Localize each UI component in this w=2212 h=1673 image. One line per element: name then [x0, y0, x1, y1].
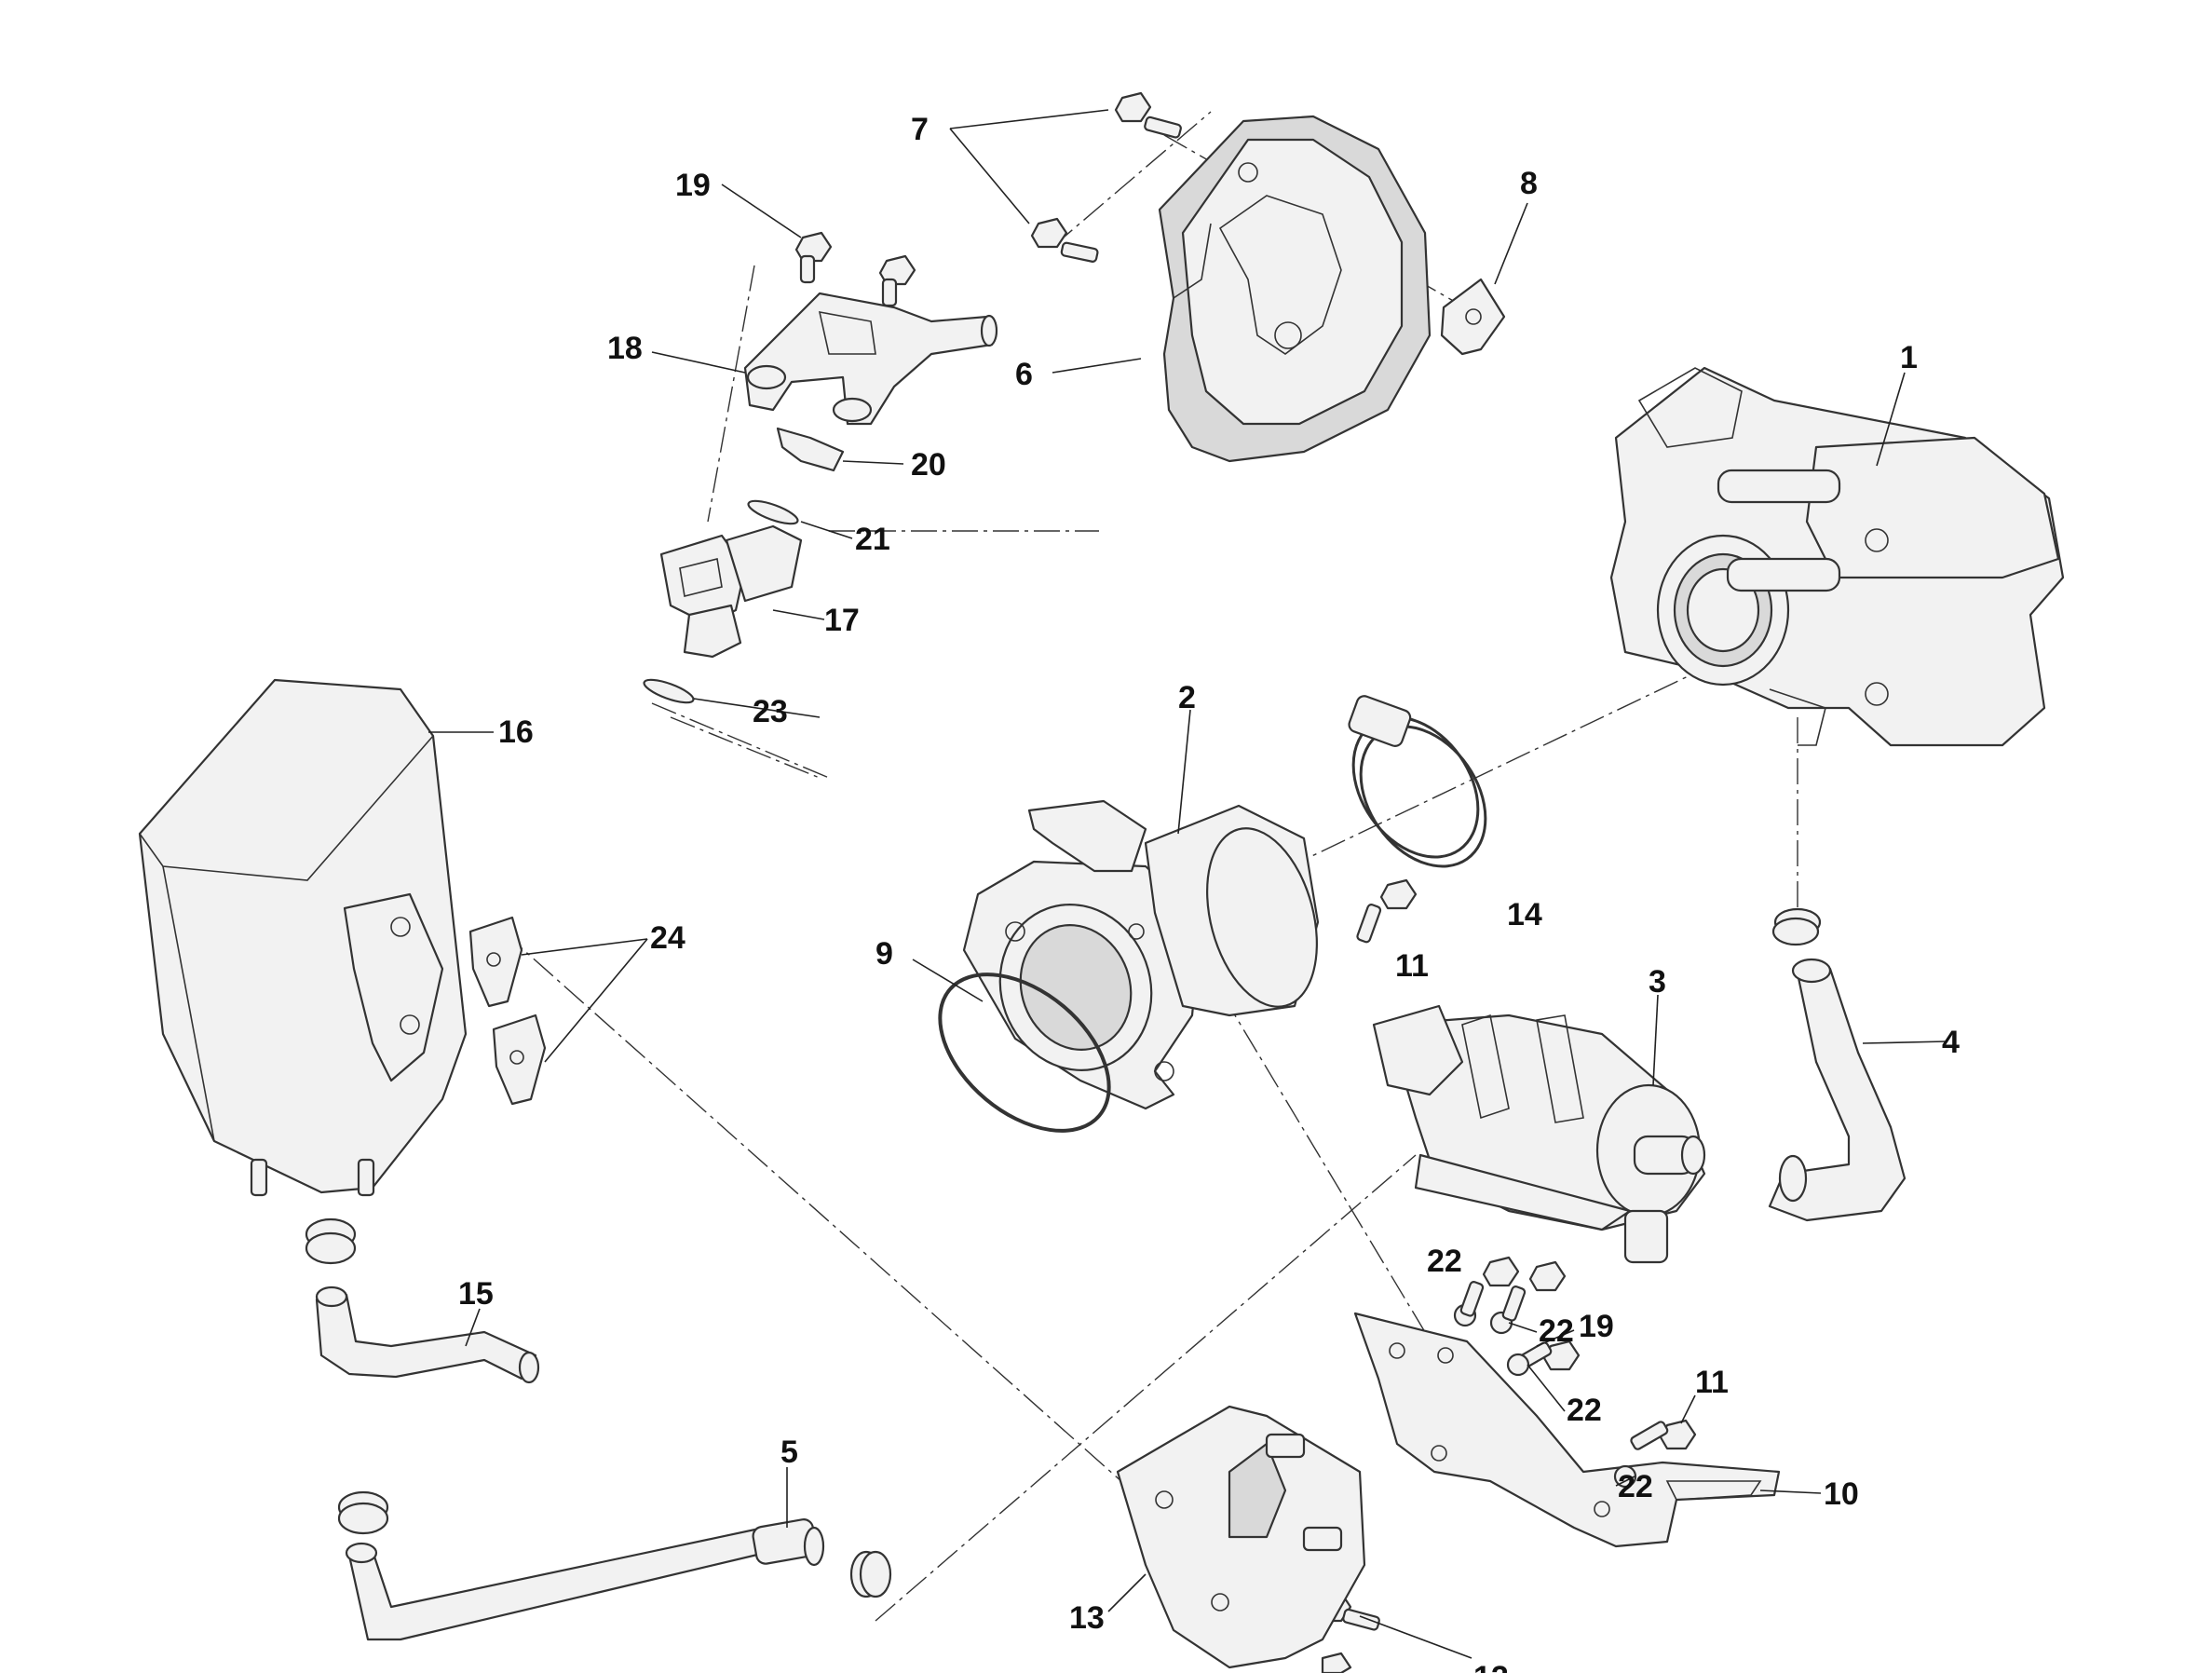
callout-16: 16 — [498, 714, 534, 750]
callout-7: 7 — [911, 112, 929, 147]
screw-19-parts — [794, 231, 1581, 1371]
leader-lines — [428, 109, 1947, 1659]
callout-13: 13 — [1069, 1600, 1105, 1636]
callout-5: 5 — [780, 1435, 798, 1470]
callout-1: 1 — [1900, 340, 1918, 375]
callout-18: 18 — [607, 331, 643, 366]
canister-16-part — [138, 678, 468, 1197]
callout-23: 23 — [753, 694, 788, 729]
injector-17-part — [659, 524, 803, 659]
callout-14: 14 — [1507, 897, 1542, 932]
callout-4: 4 — [1942, 1025, 1960, 1060]
callout-22d: 22 — [1618, 1469, 1653, 1504]
callout-9: 9 — [875, 936, 893, 972]
callout-12: 12 — [1473, 1660, 1509, 1673]
callout-8: 8 — [1520, 166, 1538, 201]
hose-4-part — [1768, 907, 1907, 1222]
callout-20: 20 — [911, 447, 946, 483]
washer-22-parts — [1453, 1256, 1637, 1489]
callout-22b: 22 — [1539, 1313, 1574, 1349]
screw-7-parts — [1030, 91, 1182, 263]
clip-20-part — [776, 427, 845, 472]
seal-21-part — [747, 499, 799, 525]
callout-2: 2 — [1178, 680, 1196, 715]
callout-21: 21 — [855, 522, 890, 557]
hose-5-part — [337, 1490, 892, 1641]
callout-11b: 11 — [1695, 1365, 1729, 1400]
intake-manifold-part — [962, 799, 1320, 1110]
o-ring-9-part — [938, 973, 1111, 1133]
callout-19a: 19 — [675, 168, 711, 203]
callout-10: 10 — [1824, 1476, 1859, 1512]
throttle-body-part — [1609, 366, 2065, 747]
nut-8-part — [1440, 278, 1506, 356]
clamp-14-part — [1348, 695, 1487, 868]
clip-24-parts — [468, 916, 547, 1106]
cover-6-part — [1158, 115, 1432, 463]
callout-22a: 22 — [1427, 1244, 1462, 1279]
callout-19b: 19 — [1579, 1309, 1614, 1344]
callout-3: 3 — [1649, 964, 1666, 1000]
seal-23-part — [643, 678, 695, 704]
callout-17: 17 — [824, 603, 860, 638]
hose-15-part — [305, 1217, 540, 1384]
callout-24: 24 — [650, 920, 685, 956]
callout-11a: 11 — [1395, 948, 1429, 984]
canister-valve-part — [1372, 1004, 1706, 1264]
bracket-10-part — [1353, 1312, 1781, 1548]
screw-11-parts — [1356, 878, 1697, 1450]
callout-22c: 22 — [1567, 1393, 1602, 1428]
callout-15: 15 — [458, 1276, 494, 1312]
callout-labels: 1 2 3 4 5 6 7 8 9 10 11 11 12 13 14 15 1… — [458, 112, 1960, 1673]
fuel-rail-18-part — [743, 292, 998, 426]
callout-6: 6 — [1015, 357, 1033, 392]
bracket-13-part — [1116, 1405, 1366, 1669]
